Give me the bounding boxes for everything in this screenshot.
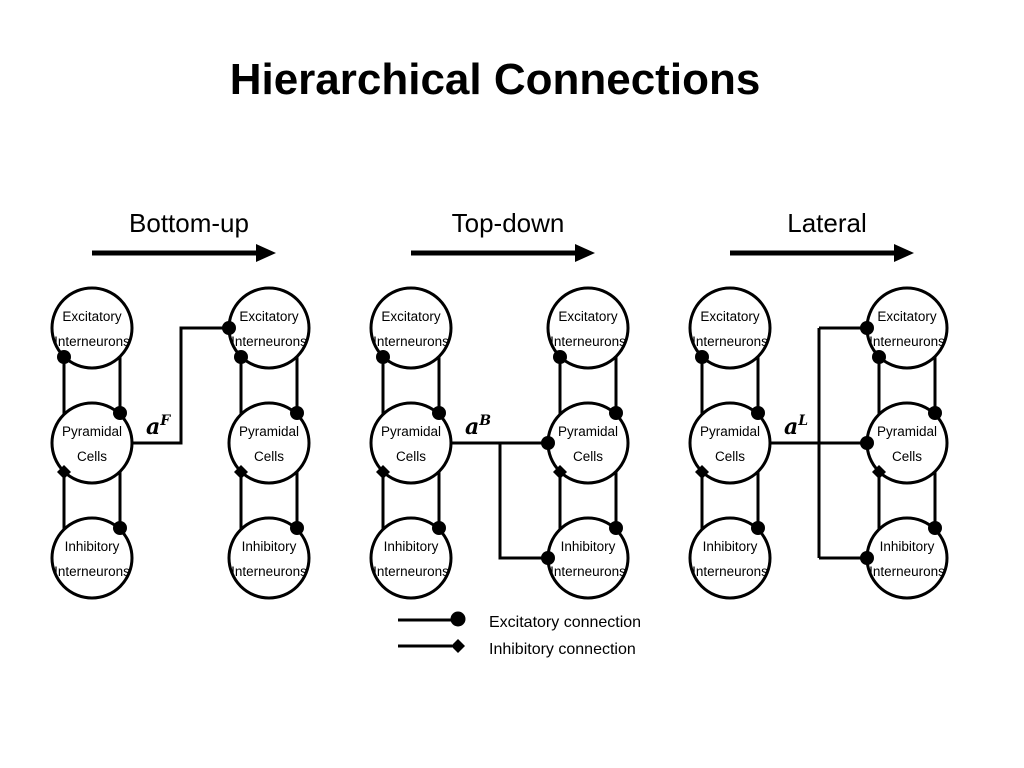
higher-inh-terminal-diamond-icon [234,465,248,479]
higher-excitatory-label-1: Excitatory [558,309,618,324]
higher-pyramidal-node [227,401,311,485]
panel-1: Bottom-upExcitatoryInterneuronsPyramidal… [50,208,311,600]
lower-inhibitory-node [369,516,453,600]
lower-pyramidal-label-1: Pyramidal [381,424,441,439]
lower-excitatory-node [688,286,772,370]
lower-excitatory-label-1: Excitatory [381,309,441,324]
panel-3: LateralExcitatoryInterneuronsPyramidalCe… [688,208,949,600]
lower-excitatory-label-1: Excitatory [62,309,122,324]
lower-inhibitory-label-1: Inhibitory [65,539,120,554]
lower-inhibitory-label-2: Interneurons [692,564,768,579]
higher-excitatory-label-1: Excitatory [877,309,937,324]
lower-inh-terminal-dot-icon [113,521,127,535]
lower-pyr-terminal-dot-icon [113,406,127,420]
higher-excitatory-label-2: Interneurons [550,334,626,349]
arrow-right-icon [256,244,276,262]
lower-inhibitory-node [50,516,134,600]
higher-excitatory-node [546,286,630,370]
lower-inh-terminal-diamond-icon [695,465,709,479]
lower-pyramidal-label-2: Cells [396,449,426,464]
lower-inhibitory-label-1: Inhibitory [703,539,758,554]
arrow-right-icon [575,244,595,262]
higher-pyramidal-label-1: Pyramidal [558,424,618,439]
legend: Excitatory connection Inhibitory connect… [398,611,641,658]
lower-inh-terminal-dot-icon [432,521,446,535]
lower-pyramidal-label-2: Cells [715,449,745,464]
higher-excitatory-label-2: Interneurons [869,334,945,349]
lower-inhibitory-label-2: Interneurons [373,564,449,579]
higher-pyramidal-label-1: Pyramidal [239,424,299,439]
higher-pyramidal-label-2: Cells [573,449,603,464]
lateral-inh-terminal-dot-icon [860,551,874,565]
top-down-pyr-terminal-dot-icon [541,436,555,450]
connection-parameter-label: aL [784,413,808,440]
arrow-right-icon [894,244,914,262]
lower-exc-terminal-dot-icon [695,350,709,364]
higher-inhibitory-node [227,516,311,600]
lower-excitatory-node [369,286,453,370]
higher-pyramidal-label-1: Pyramidal [877,424,937,439]
higher-pyramidal-label-2: Cells [254,449,284,464]
lower-inhibitory-label-2: Interneurons [54,564,130,579]
legend-inhibitory-label: Inhibitory connection [489,641,636,658]
legend-excitatory-dot-icon [450,611,466,627]
higher-inhibitory-label-1: Inhibitory [242,539,297,554]
legend-inhibitory-diamond-icon [451,639,465,653]
higher-excitatory-label-2: Interneurons [231,334,307,349]
bottom-up-terminal-dot-icon [222,321,236,335]
lateral-pyr-terminal-dot-icon [860,436,874,450]
lower-exc-terminal-dot-icon [376,350,390,364]
higher-inhibitory-label-1: Inhibitory [561,539,616,554]
higher-inh-terminal-diamond-icon [872,465,886,479]
panel-label: Bottom-up [129,208,249,238]
higher-pyr-terminal-dot-icon [928,406,942,420]
lateral-exc-terminal-dot-icon [860,321,874,335]
diagram-title: Hierarchical Connections [230,55,761,104]
lower-pyramidal-label-2: Cells [77,449,107,464]
lower-inhibitory-label-1: Inhibitory [384,539,439,554]
higher-inhibitory-label-1: Inhibitory [880,539,935,554]
lower-pyr-terminal-dot-icon [751,406,765,420]
lower-excitatory-label-2: Interneurons [373,334,449,349]
higher-excitatory-label-1: Excitatory [239,309,299,324]
higher-inhibitory-label-2: Interneurons [231,564,307,579]
bottom-up-connection-line [132,326,229,445]
top-down-inh-terminal-dot-icon [541,551,555,565]
higher-exc-terminal-dot-icon [234,350,248,364]
legend-excitatory-label: Excitatory connection [489,614,641,631]
top-down-branch-line [498,443,548,560]
lower-excitatory-label-2: Interneurons [54,334,130,349]
lower-inh-terminal-dot-icon [751,521,765,535]
higher-pyr-terminal-dot-icon [609,406,623,420]
higher-inh-terminal-dot-icon [609,521,623,535]
higher-exc-terminal-dot-icon [872,350,886,364]
lower-pyr-terminal-dot-icon [432,406,446,420]
lower-excitatory-label-2: Interneurons [692,334,768,349]
panel-label: Lateral [787,208,867,238]
lower-excitatory-node [50,286,134,370]
higher-inhibitory-label-2: Interneurons [869,564,945,579]
connection-parameter-label: aB [465,413,491,440]
higher-inh-terminal-dot-icon [928,521,942,535]
lower-pyramidal-label-1: Pyramidal [700,424,760,439]
higher-inh-terminal-dot-icon [290,521,304,535]
lower-excitatory-label-1: Excitatory [700,309,760,324]
lower-inh-terminal-diamond-icon [376,465,390,479]
panel-2: Top-downExcitatoryInterneuronsPyramidalC… [369,208,630,600]
panel-label: Top-down [452,208,565,238]
higher-pyr-terminal-dot-icon [290,406,304,420]
higher-inh-terminal-diamond-icon [553,465,567,479]
lower-exc-terminal-dot-icon [57,350,71,364]
higher-inhibitory-label-2: Interneurons [550,564,626,579]
lower-inh-terminal-diamond-icon [57,465,71,479]
connection-parameter-label: aF [146,413,171,440]
lower-inhibitory-node [688,516,772,600]
higher-exc-terminal-dot-icon [553,350,567,364]
higher-pyramidal-label-2: Cells [892,449,922,464]
lower-pyramidal-label-1: Pyramidal [62,424,122,439]
